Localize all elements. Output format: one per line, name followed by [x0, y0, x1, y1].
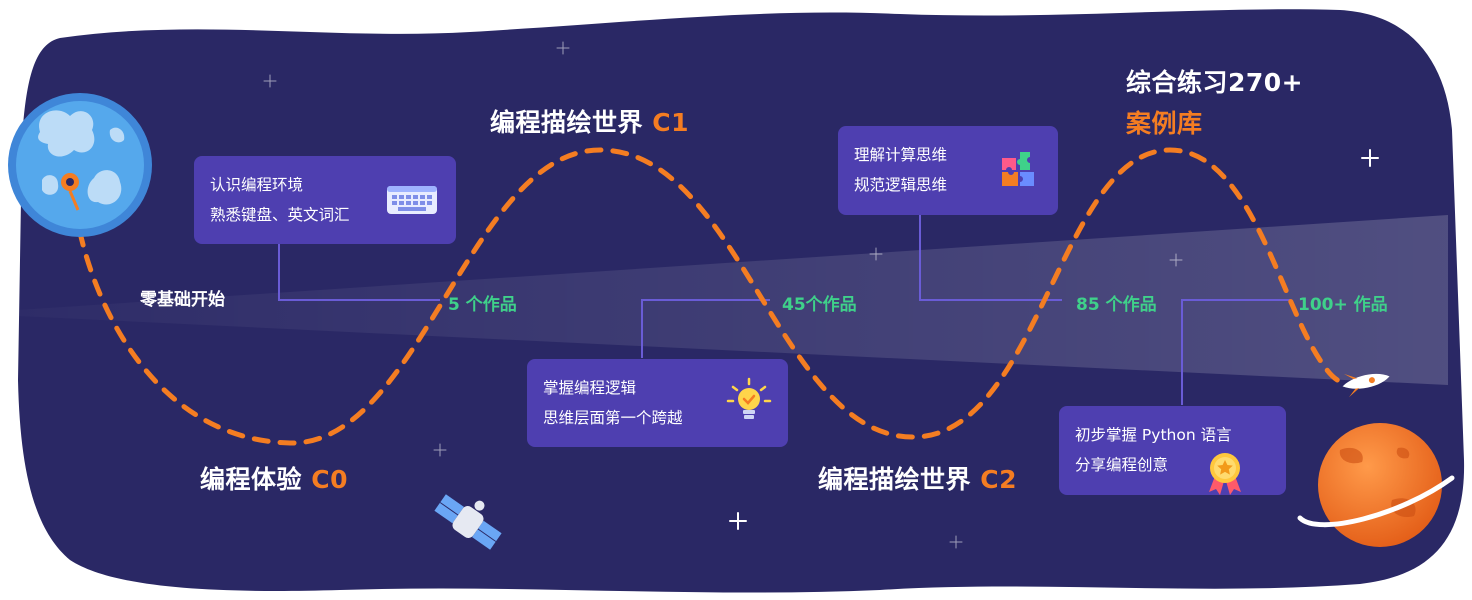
card-keyboard-line-1: 认识编程环境: [210, 176, 304, 194]
card-lightbulb-line-2: 思维层面第一个跨越: [543, 409, 683, 427]
stage-c0-code: C0: [311, 465, 348, 494]
puzzle-icon: [1002, 152, 1034, 186]
start-label: 零基础开始: [140, 290, 225, 310]
lightbulb-icon: [726, 377, 772, 419]
count-label-1: 5 个作品: [448, 295, 517, 315]
medal-icon: [1209, 453, 1241, 495]
card-medal-line-2: 分享编程创意: [1075, 456, 1169, 474]
card-puzzle: 理解计算思维 规范逻辑思维: [838, 126, 1058, 215]
keyboard-icon: [387, 186, 437, 214]
card-lightbulb: 掌握编程逻辑 思维层面第一个跨越: [527, 359, 788, 447]
stage-c0-title: 编程体验 C0: [200, 460, 348, 496]
earth-icon: [8, 93, 152, 237]
stage-c2-title: 编程描绘世界 C2: [818, 460, 1017, 496]
count-label-2: 45个作品: [782, 295, 857, 315]
final-line-1: 综合练习270+: [1126, 68, 1304, 97]
count-label-3: 85 个作品: [1076, 295, 1157, 315]
stage-c0-name: 编程体验: [200, 465, 303, 494]
card-lightbulb-line-1: 掌握编程逻辑: [543, 379, 637, 397]
stage-c1-title: 编程描绘世界 C1: [490, 103, 689, 139]
card-medal: 初步掌握 Python 语言 分享编程创意: [1059, 406, 1286, 495]
card-keyboard: 认识编程环境 熟悉键盘、英文词汇: [194, 156, 456, 244]
stage-final-title: 综合练习270+ 案例库: [1126, 62, 1303, 144]
count-label-4: 100+ 作品: [1298, 295, 1388, 315]
card-puzzle-line-1: 理解计算思维: [854, 146, 948, 164]
stage-c1-name: 编程描绘世界: [490, 108, 644, 137]
planet-icon: [1297, 423, 1455, 547]
satellite-icon: [434, 494, 502, 550]
connector-lines: [278, 214, 1290, 405]
card-keyboard-line-2: 熟悉键盘、英文词汇: [210, 206, 350, 224]
stage-c2-code: C2: [980, 465, 1017, 494]
stage-c2-name: 编程描绘世界: [818, 465, 972, 494]
stage-c1-code: C1: [652, 108, 689, 137]
card-puzzle-line-2: 规范逻辑思维: [854, 176, 948, 194]
final-line-2: 案例库: [1126, 109, 1203, 138]
roadmap-path: [69, 147, 1349, 446]
star-icon: [263, 41, 1379, 549]
card-medal-line-1: 初步掌握 Python 语言: [1075, 426, 1232, 444]
